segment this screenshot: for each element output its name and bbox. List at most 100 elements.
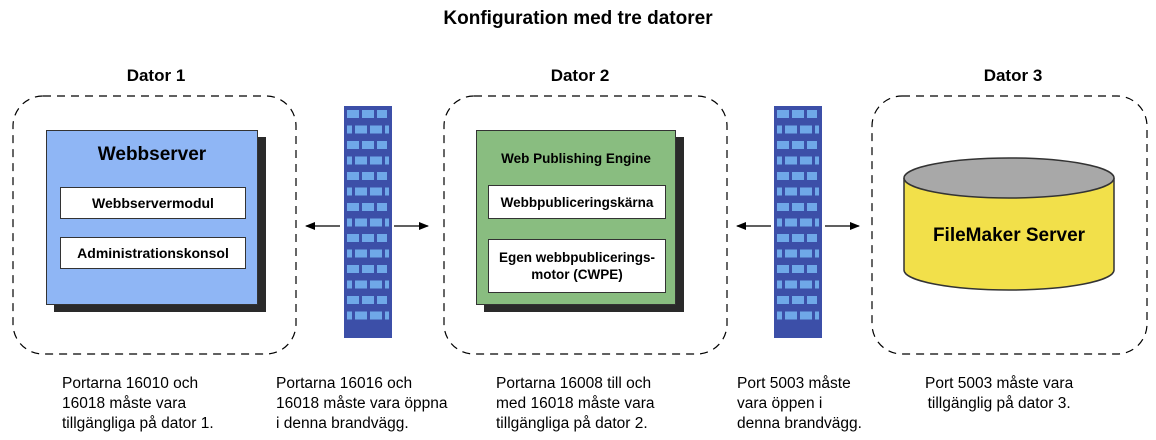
firewall-brick	[370, 280, 382, 289]
firewall-brick	[385, 249, 389, 258]
firewall-brick	[347, 203, 359, 211]
firewall-brick	[385, 125, 389, 134]
firewall-brick	[785, 125, 797, 134]
firewall-brick	[815, 156, 819, 165]
firewall-brick	[347, 172, 359, 180]
dator-3-boundary	[871, 95, 1148, 355]
firewall-brick	[355, 218, 367, 227]
firewall-brick	[792, 203, 804, 211]
firewall-brick	[385, 280, 389, 289]
firewall-brick	[362, 296, 374, 304]
firewall-brick	[362, 234, 374, 242]
firewall-brick	[347, 265, 359, 273]
firewall-brick	[777, 172, 789, 180]
firewall-brick	[347, 249, 352, 258]
firewall-brick	[777, 265, 789, 273]
firewall-brick	[777, 280, 782, 289]
firewall-brick	[807, 234, 817, 242]
webserver-pane: Webbserver Webbservermodul Administratio…	[46, 130, 258, 305]
webserver-title: Webbserver	[97, 144, 207, 165]
firewall-brick	[370, 311, 382, 320]
firewall-brick	[347, 141, 359, 149]
firewall-brick	[347, 156, 352, 165]
webserver-module-box: Webbservermodul	[60, 187, 246, 219]
dator-2-caption: Portarna 16008 till och med 16018 måste …	[496, 375, 655, 432]
firewall-1	[344, 106, 392, 338]
firewall-brick	[785, 187, 797, 196]
firewall-brick	[362, 203, 374, 211]
firewall-brick	[377, 296, 387, 304]
dator-2-boundary	[443, 95, 728, 355]
wpe-title: Web Publishing Engine	[501, 151, 651, 166]
firewall-brick	[370, 249, 382, 258]
firewall-brick	[377, 110, 387, 118]
wpe-pane: Web Publishing Engine Webbpubliceringskä…	[476, 130, 676, 305]
firewall-brick	[792, 265, 804, 273]
firewall-brick	[800, 311, 812, 320]
firewall-brick	[347, 110, 359, 118]
dator-1-boundary	[12, 95, 297, 355]
firewall-brick	[370, 187, 382, 196]
firewall-brick	[385, 187, 389, 196]
firewall-brick	[777, 125, 782, 134]
firewall-brick	[777, 110, 789, 118]
firewall-brick	[807, 265, 817, 273]
firewall-brick	[355, 125, 367, 134]
firewall-brick	[792, 296, 804, 304]
firewall-brick	[800, 156, 812, 165]
firewall-brick	[815, 249, 819, 258]
firewall-brick	[777, 296, 789, 304]
dator-2-label: Dator 2	[550, 66, 610, 85]
firewall-brick	[800, 218, 812, 227]
firewall-brick	[792, 234, 804, 242]
firewall-brick	[815, 218, 819, 227]
database-icon	[903, 157, 1115, 291]
dator-1-caption: Portarna 16010 och 16018 måste vara till…	[62, 375, 214, 432]
firewall-1-caption: Portarna 16016 och 16018 måste vara öppn…	[276, 375, 448, 432]
firewall-brick	[777, 187, 782, 196]
firewall-brick	[777, 249, 782, 258]
firewall-brick	[377, 172, 387, 180]
firewall-brick	[385, 218, 389, 227]
firewall-brick	[815, 280, 819, 289]
firewall-brick	[377, 203, 387, 211]
firewall-brick	[807, 203, 817, 211]
firewall-brick	[355, 280, 367, 289]
firewall-brick	[800, 249, 812, 258]
firewall-brick	[347, 280, 352, 289]
firewall-brick	[777, 156, 782, 165]
firewall-brick	[370, 156, 382, 165]
firewall-brick	[347, 125, 352, 134]
firewall-brick	[815, 311, 819, 320]
dator-3-caption: Port 5003 måste vara tillgänglig på dato…	[925, 375, 1074, 412]
firewall-brick	[807, 110, 817, 118]
firewall-brick	[777, 311, 782, 320]
firewall-brick	[355, 187, 367, 196]
firewall-brick	[370, 125, 382, 134]
firewall-brick	[785, 280, 797, 289]
firewall-brick	[785, 249, 797, 258]
firewall-brick	[792, 141, 804, 149]
firewall-brick	[792, 172, 804, 180]
firewall-2	[774, 106, 822, 338]
firewall-brick	[785, 311, 797, 320]
filemaker-server-label: FileMaker Server	[932, 225, 1086, 246]
firewall-brick	[785, 218, 797, 227]
firewall-brick	[800, 187, 812, 196]
firewall-brick	[815, 125, 819, 134]
firewall-brick	[815, 187, 819, 196]
firewall-brick	[347, 234, 359, 242]
firewall-brick	[385, 156, 389, 165]
firewall-brick	[347, 218, 352, 227]
firewall-brick	[792, 110, 804, 118]
firewall-brick	[355, 249, 367, 258]
firewall-brick	[377, 265, 387, 273]
firewall-brick	[377, 234, 387, 242]
firewall-brick	[807, 296, 817, 304]
firewall-brick	[800, 125, 812, 134]
firewall-brick	[377, 141, 387, 149]
firewall-brick	[807, 172, 817, 180]
firewall-brick	[385, 311, 389, 320]
dator-1-label: Dator 1	[126, 66, 186, 85]
